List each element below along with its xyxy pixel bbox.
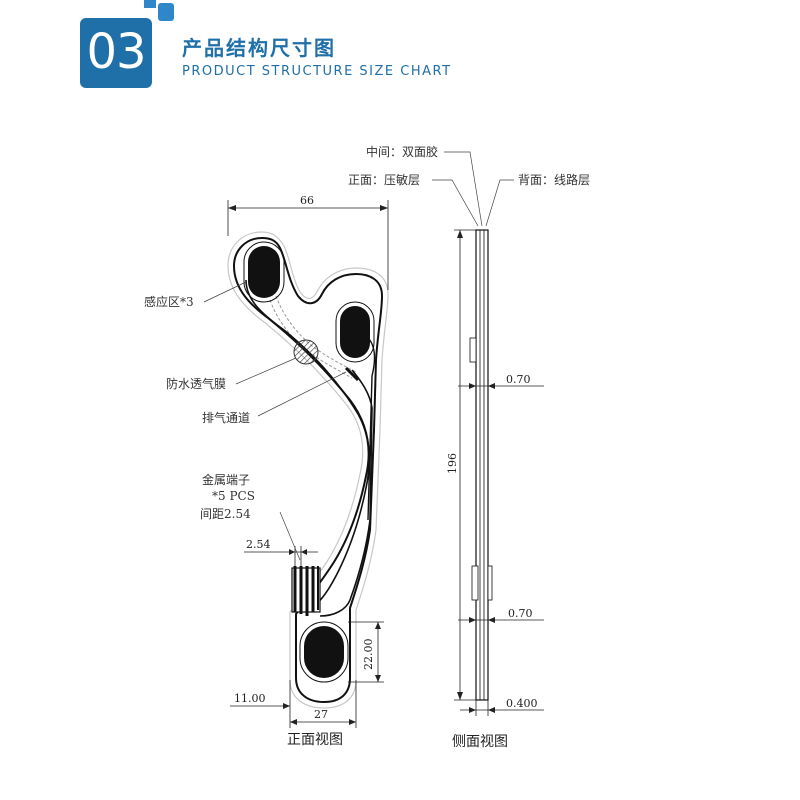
title-english: PRODUCT STRUCTURE SIZE CHART bbox=[182, 64, 452, 79]
label-middle-layer: 中间：双面胶 bbox=[366, 144, 438, 159]
decor-square bbox=[158, 3, 174, 21]
circuit-trace-2 bbox=[319, 369, 373, 617]
dim-bottom: 27 bbox=[314, 708, 328, 721]
decor-square-small bbox=[144, 0, 156, 8]
section-badge: 03 bbox=[80, 18, 152, 88]
dim-length: 196 bbox=[446, 453, 459, 474]
sensing-pad-2 bbox=[340, 306, 370, 358]
dim-pitch: 2.54 bbox=[246, 538, 271, 551]
label-sensing-area: 感应区*3 bbox=[144, 294, 194, 309]
dim-offset: 11.00 bbox=[234, 692, 266, 705]
label-terminal-3: 间距2.54 bbox=[200, 507, 251, 521]
dim-width: 66 bbox=[300, 194, 314, 207]
side-view-caption: 侧面视图 bbox=[452, 734, 508, 750]
circuit-trace-1 bbox=[245, 279, 371, 607]
label-back-layer: 背面：线路层 bbox=[518, 172, 590, 187]
side-strip bbox=[475, 229, 489, 701]
front-view-caption: 正面视图 bbox=[287, 732, 343, 748]
vent-channel bbox=[269, 299, 353, 379]
title-chinese: 产品结构尺寸图 bbox=[182, 36, 336, 60]
sensing-pad-3 bbox=[304, 626, 344, 678]
label-vent-channel: 排气通道 bbox=[202, 410, 250, 425]
dim-thickness-upper: 0.70 bbox=[506, 373, 531, 386]
section-number: 03 bbox=[86, 24, 146, 80]
label-terminal-2: *5 PCS bbox=[212, 489, 255, 503]
side-view: 196 0.70 0.70 0.400 中间：双面胶 正面：压敏层 背面：线路层… bbox=[348, 144, 590, 750]
sensing-pad-1 bbox=[248, 246, 280, 298]
membrane-icon bbox=[293, 339, 319, 365]
dim-thickness-total: 0.400 bbox=[506, 697, 538, 710]
dim-thickness-lower: 0.70 bbox=[508, 607, 533, 620]
metal-terminals bbox=[291, 566, 321, 616]
label-membrane: 防水透气膜 bbox=[166, 376, 226, 391]
label-terminal-1: 金属端子 bbox=[202, 472, 250, 487]
label-front-layer: 正面：压敏层 bbox=[348, 172, 420, 187]
front-view: 66 2.54 11.00 27 22.00 感应区*3 防水透气膜 排 bbox=[144, 194, 389, 748]
dim-sensor: 22.00 bbox=[362, 639, 375, 671]
